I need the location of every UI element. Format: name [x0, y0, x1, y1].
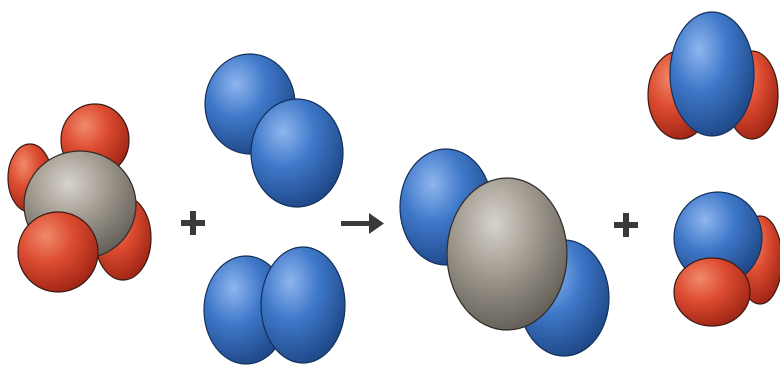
reactant-blue-diatomic-molecule-top — [204, 53, 344, 208]
plus-sign-icon — [614, 213, 638, 237]
red-atom — [673, 257, 751, 327]
gray-atom — [446, 177, 568, 331]
blue-atom — [250, 98, 344, 208]
reaction-arrow-icon — [341, 213, 384, 234]
plus-sign-icon — [181, 211, 205, 235]
blue-atom — [669, 11, 755, 137]
product-blue-red-triatomic-molecule-top — [647, 11, 779, 140]
product-blue-gray-blue-molecule — [399, 148, 610, 357]
red-atom — [17, 211, 99, 293]
reactant-gray-core-red-atoms-molecule — [7, 103, 152, 293]
reactant-blue-diatomic-molecule-bottom — [203, 246, 346, 365]
product-blue-red-triatomic-molecule-bottom — [673, 191, 780, 327]
blue-atom — [260, 246, 346, 364]
